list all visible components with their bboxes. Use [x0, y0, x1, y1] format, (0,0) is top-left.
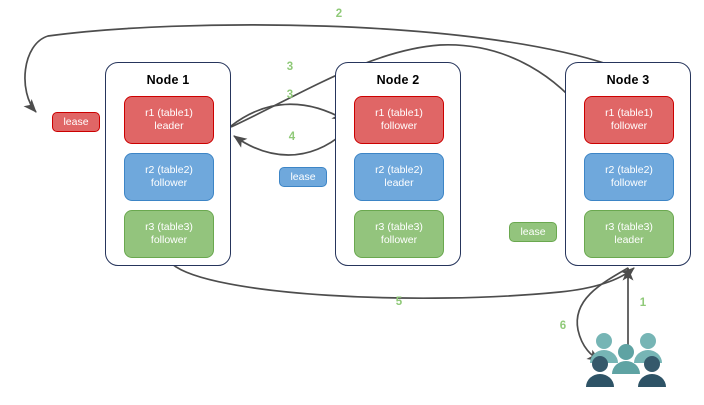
replica-node2-r2[interactable]: r2 (table2) leader [354, 153, 444, 201]
replica-node3-r1[interactable]: r1 (table1) follower [584, 96, 674, 144]
step-label-2: 2 [335, 8, 343, 20]
replica-node2-r1[interactable]: r1 (table1) follower [354, 96, 444, 144]
replica-name: r3 (table3) [605, 221, 653, 233]
node-title: Node 3 [606, 73, 650, 87]
replica-name: r1 (table1) [605, 107, 653, 119]
people-group-icon [586, 333, 666, 387]
replica-role: follower [150, 177, 188, 189]
replica-name: r1 (table1) [145, 107, 193, 119]
replica-node1-r1[interactable]: r1 (table1) leader [124, 96, 214, 144]
node-title: Node 1 [146, 73, 190, 87]
node-title: Node 2 [376, 73, 420, 87]
node-container-node3: Node 3 r1 (table1) follower r2 (table2) … [565, 62, 691, 266]
replica-role: leader [384, 177, 414, 189]
arrow-step-5 [171, 263, 635, 300]
arrow-step-3-to-node2 [230, 103, 346, 127]
replica-role: leader [614, 234, 644, 246]
replica-role: follower [380, 234, 418, 246]
step-label-4: 4 [288, 131, 296, 143]
step-label-6: 6 [559, 320, 567, 332]
replica-role: follower [610, 177, 648, 189]
replica-node3-r3[interactable]: r3 (table3) leader [584, 210, 674, 258]
lease-badge-red[interactable]: lease [52, 112, 100, 132]
step-label-5: 5 [395, 296, 403, 308]
step-label-3b: 3 [286, 89, 294, 101]
node-container-node2: Node 2 r1 (table1) follower r2 (table2) … [335, 62, 461, 266]
replica-node1-r2[interactable]: r2 (table2) follower [124, 153, 214, 201]
replica-role: follower [380, 120, 418, 132]
replica-role: follower [610, 120, 648, 132]
lease-badge-blue[interactable]: lease [279, 167, 327, 187]
lease-badge-green[interactable]: lease [509, 222, 557, 242]
replica-name: r1 (table1) [375, 107, 423, 119]
replica-role: leader [154, 120, 184, 132]
replica-node1-r3[interactable]: r3 (table3) follower [124, 210, 214, 258]
replica-name: r3 (table3) [375, 221, 423, 233]
replica-name: r2 (table2) [145, 164, 193, 176]
node-container-node1: Node 1 r1 (table1) leader r2 (table2) fo… [105, 62, 231, 266]
replica-node2-r3[interactable]: r3 (table3) follower [354, 210, 444, 258]
replica-name: r2 (table2) [605, 164, 653, 176]
replica-name: r3 (table3) [145, 221, 193, 233]
replica-role: follower [150, 234, 188, 246]
step-label-1: 1 [639, 297, 647, 309]
replica-node3-r2[interactable]: r2 (table2) follower [584, 153, 674, 201]
replica-name: r2 (table2) [375, 164, 423, 176]
step-label-3a: 3 [286, 61, 294, 73]
